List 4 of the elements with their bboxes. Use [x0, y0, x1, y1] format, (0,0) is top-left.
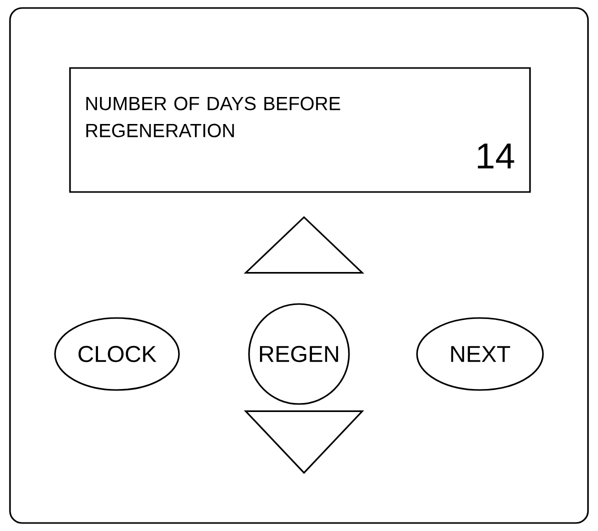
display-screen: NUMBER OF DAYS BEFORE REGENERATION 14	[69, 67, 531, 193]
oval-button: NEXT	[416, 317, 544, 391]
oval-button: CLOCK	[54, 317, 180, 391]
round-button: REGEN	[248, 303, 350, 405]
